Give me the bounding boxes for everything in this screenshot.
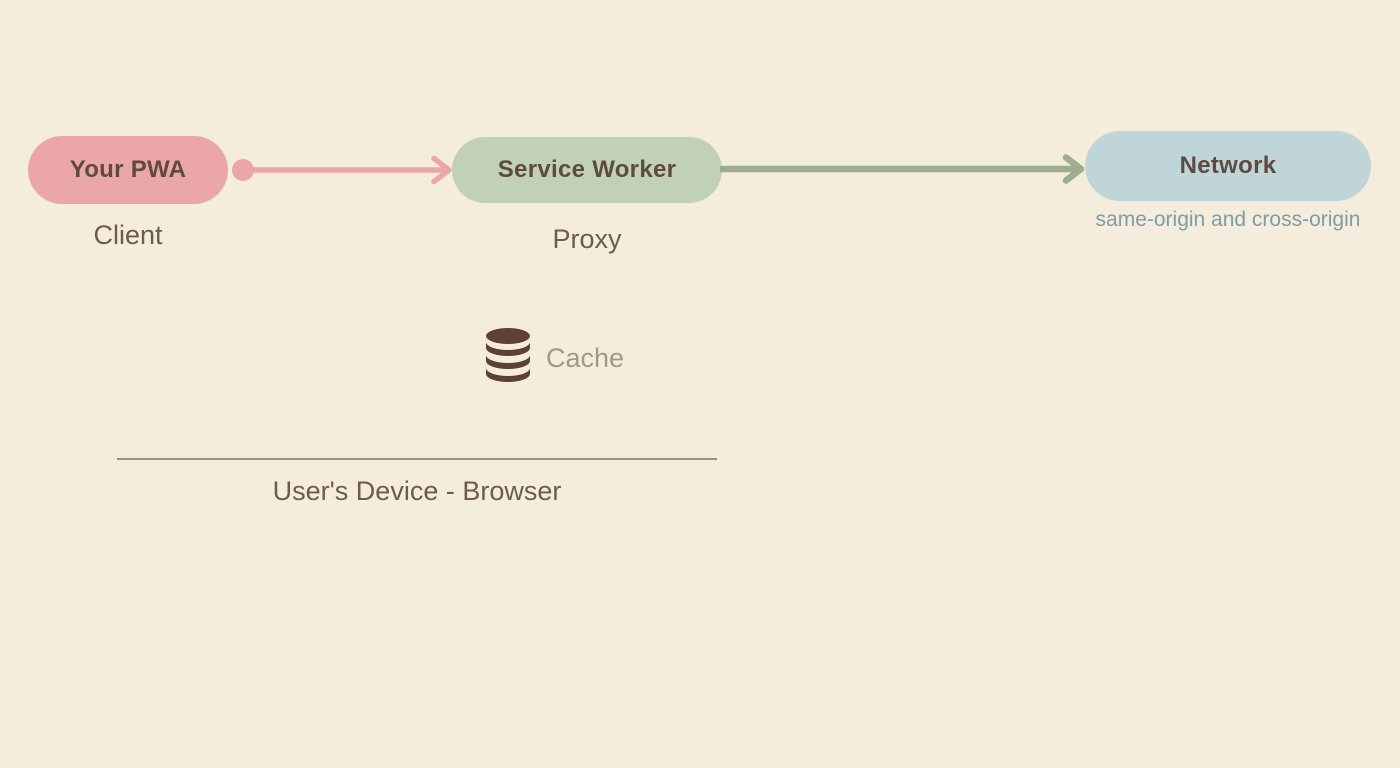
- arrowhead-icon: [431, 155, 452, 185]
- node-service-worker: Service Worker: [452, 137, 722, 203]
- device-boundary-line: [117, 458, 717, 460]
- node-network-sublabel: same-origin and cross-origin: [1095, 208, 1361, 231]
- node-your-pwa-label: Your PWA: [69, 156, 187, 183]
- cache-label: Cache: [546, 343, 625, 373]
- node-service-worker-sublabel: Proxy: [552, 224, 622, 254]
- node-service-worker-label: Service Worker: [497, 156, 677, 183]
- arrow-service-worker-to-network: [720, 154, 1085, 184]
- node-network-label: Network: [1179, 152, 1277, 179]
- arrow-pwa-to-service-worker: [232, 155, 452, 185]
- device-boundary-label: User's Device - Browser: [272, 476, 562, 506]
- arrow-start-dot: [232, 159, 254, 181]
- node-your-pwa-sublabel: Client: [93, 220, 163, 250]
- node-network: Network: [1085, 131, 1371, 201]
- arrowhead-icon: [1062, 154, 1085, 184]
- database-icon: [486, 328, 530, 382]
- node-your-pwa: Your PWA: [28, 136, 228, 204]
